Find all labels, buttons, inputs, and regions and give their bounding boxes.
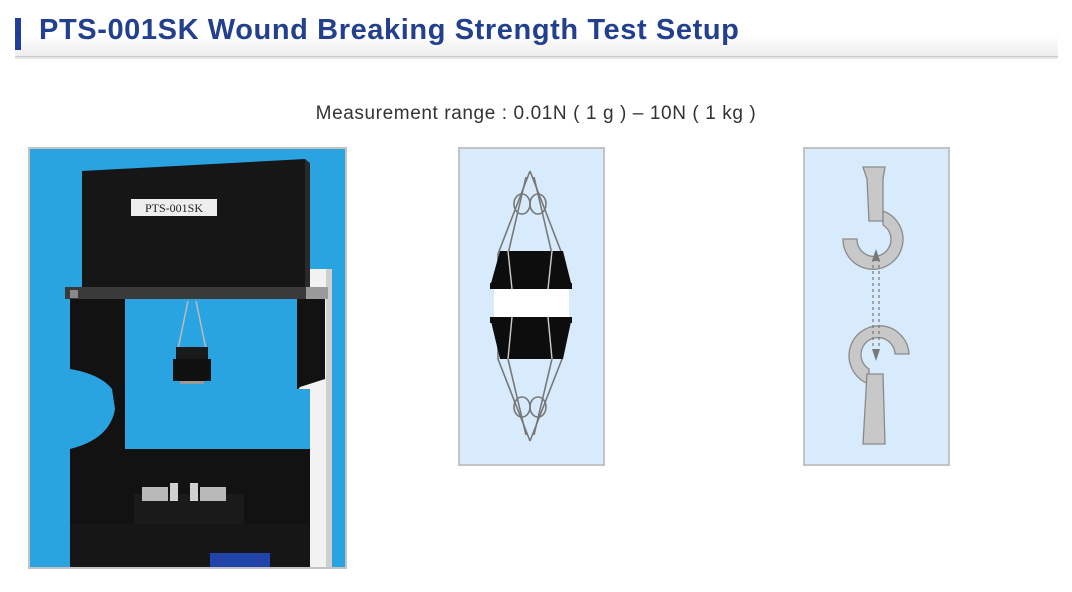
clip-fixture-illustration [460,149,603,464]
clip-fixture-diagram [458,147,605,466]
device-photo: PTS-001SK [28,147,347,569]
page-title: PTS-001SK Wound Breaking Strength Test S… [39,14,740,46]
hook-fixture-diagram [803,147,950,466]
title-accent-bar [15,18,21,50]
hook-fixture-illustration [805,149,948,464]
title-bar: PTS-001SK Wound Breaking Strength Test S… [15,8,1058,57]
measurement-range-text: Measurement range : 0.01N ( 1 g ) – 10N … [315,103,757,124]
device-label: PTS-001SK [145,201,203,215]
device-photo-illustration: PTS-001SK [30,149,345,567]
